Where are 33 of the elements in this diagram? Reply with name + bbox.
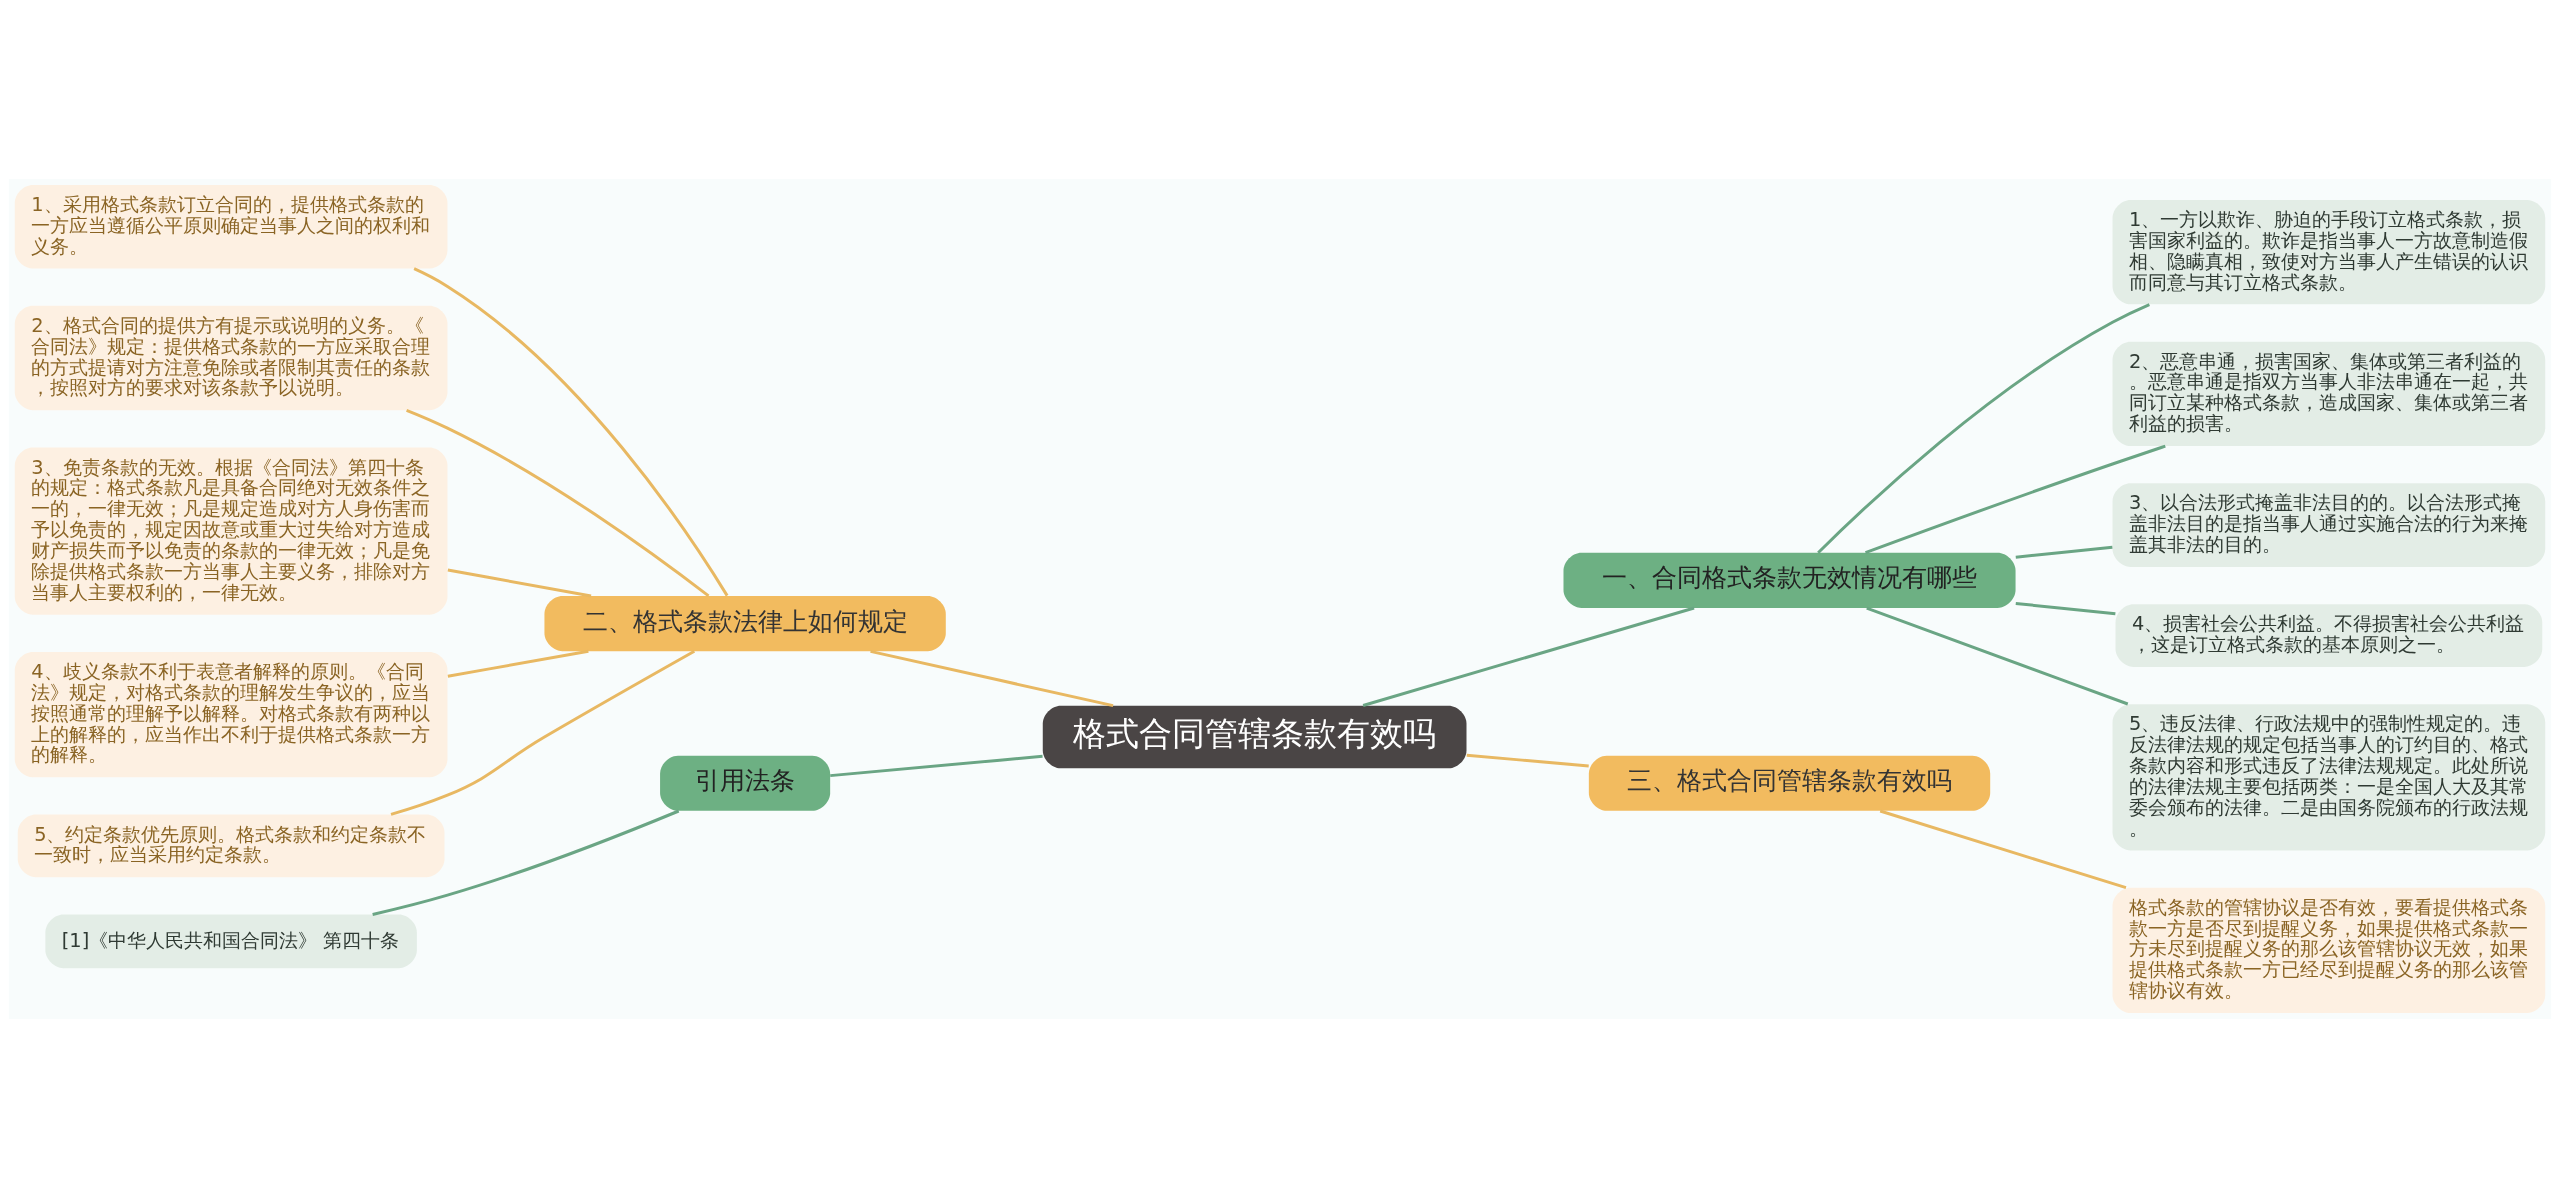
node-box: 1、采用格式条款订立合同的，提供格式条款的一方应当遵循公平原则确定当事人之间的权利和义务。 [14, 184, 448, 268]
connector [870, 649, 1114, 707]
node-box: 5、约定条款优先原则。格式条款和约定条款不一致时，应当采用约定条款。 [17, 814, 445, 877]
node-box: 3、以合法形式掩盖非法目的的。以合法形式掩盖非法目的是指当事人通过实施合法的行为来掩盖其非法的目的。 [2112, 482, 2546, 567]
connector [447, 568, 592, 597]
connector [2015, 601, 2116, 615]
connector [830, 754, 1043, 777]
node-box: 5、违反法律、行政法规中的强制性规定的。违反法律法规的规定包括当事人的订约目的、格式条款内容和形式违反了法律法规规定。此处所说的法律法规主要包括两类：一是全国人大及其常委会颁布的法律。二是由国务院颁布的行政法规。 [2112, 703, 2546, 850]
node-box: 格式合同管辖条款有效吗 [1042, 705, 1467, 768]
connector [372, 809, 680, 916]
node-box: 一、合同格式条款无效情况有哪些 [1563, 552, 2016, 608]
node-box: 三、格式合同管辖条款有效吗 [1588, 755, 1991, 811]
connector [1466, 753, 1589, 767]
node-box: 3、免责条款的无效。根据《合同法》第四十条的规定：格式条款凡是具备合同绝对无效条件之一的，一律无效；凡是规定造成对方人身伤害而予以免责的，规定因故意或重大过失给对方造成财产损失而予以免责的条款的一律无效；凡是免除提供格式条款一方当事人主要义务，排除对方当事人主要权利的，一律无效。 [14, 447, 448, 615]
node-box: 1、一方以欺诈、胁迫的手段订立格式条款，损害国家利益的。欺诈是指当事人一方故意制造假相、隐瞒真相，致使对方当事人产生错误的认识而同意与其订立格式条款。 [2112, 199, 2546, 304]
connector [1362, 606, 1695, 707]
connector [406, 408, 710, 597]
connector [2015, 545, 2113, 559]
node-box: 格式条款的管辖协议是否有效，要看提供格式条款一方是否尽到提醒义务，如果提供格式条款一方未尽到提醒义务的那么该管辖协议无效，如果提供格式条款一方已经尽到提醒义务的那么该管辖协议有效。 [2112, 887, 2546, 1013]
connector [1866, 606, 2129, 705]
connector [413, 266, 729, 596]
node-box: 2、格式合同的提供方有提示或说明的义务。《合同法》规定：提供格式条款的一方应采取合理的方式提请对方注意免除或者限制其责任的条款，按照对方的要求对该条款予以说明。 [14, 305, 448, 410]
node-box: [1]《中华人民共和国合同法》 第四十条 [45, 914, 417, 968]
node-box: 4、歧义条款不利于表意者解释的原则。《合同法》规定，对格式条款的理解发生争议的，应当按照通常的理解予以解释。对格式条款有两种以上的解释的，应当作出不利于提供格式条款一方的解释。 [14, 651, 448, 777]
connector [1817, 302, 2150, 554]
node-box: 2、恶意串通，损害国家、集体或第三者利益的。恶意串通是指双方当事人非法串通在一起，共同订立某种格式条款，造成国家、集体或第三者利益的损害。 [2112, 341, 2546, 446]
node-box: 4、损害社会公共利益。不得损害社会公共利益，这是订立格式条款的基本原则之一。 [2115, 603, 2543, 667]
connector [390, 649, 696, 816]
connector [447, 649, 589, 678]
connector [1879, 809, 2127, 889]
node-box: 引用法条 [660, 755, 831, 811]
connector [1864, 444, 2166, 554]
node-box: 二、格式条款法律上如何规定 [544, 595, 946, 651]
